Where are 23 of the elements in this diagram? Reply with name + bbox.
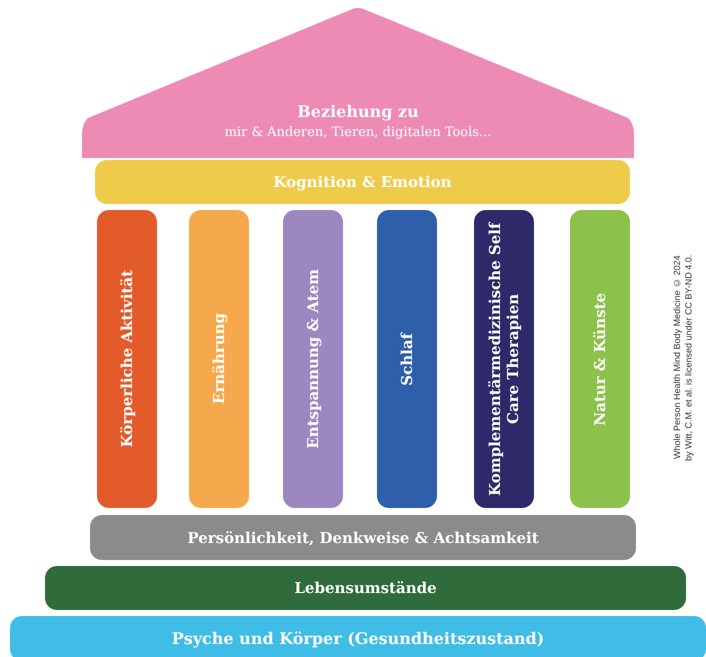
step-band [90, 515, 636, 560]
pillar-label: Komplementärmedizinische Self Care Therapien [486, 220, 522, 498]
band-label: Kognition & Emotion [273, 173, 452, 191]
roof-heading: Beziehung zu [297, 102, 419, 121]
pillar [570, 210, 630, 508]
roof-subtext: mir & Anderen, Tieren, digitalen Tools... [224, 125, 492, 140]
pillar [283, 210, 343, 508]
pillar [474, 210, 534, 508]
pillar [377, 210, 437, 508]
pillar-label: Entspannung & Atem [304, 269, 322, 449]
pillar [97, 210, 157, 508]
beam-band [95, 160, 630, 204]
band-label: Psyche und Körper (Gesundheitszustand) [172, 629, 544, 648]
pillar [189, 210, 249, 508]
pillar-label: Körperliche Aktivität [118, 270, 136, 448]
pillar-label: Natur & Künste [591, 292, 609, 426]
step-band [45, 566, 686, 610]
pillar-label: Ernährung [210, 313, 228, 405]
pillar-label: Schlaf [398, 332, 416, 386]
base-band [10, 616, 706, 657]
credit-note: Whole Person Health Mind Body Medicine © 2024 by Witt, C.M. et al. is licensed under CC BY-ND 4.0. [672, 253, 694, 463]
band-label: Persönlichkeit, Denkweise & Achtsamkeit [187, 528, 539, 546]
band-label: Lebensumstände [294, 579, 437, 597]
